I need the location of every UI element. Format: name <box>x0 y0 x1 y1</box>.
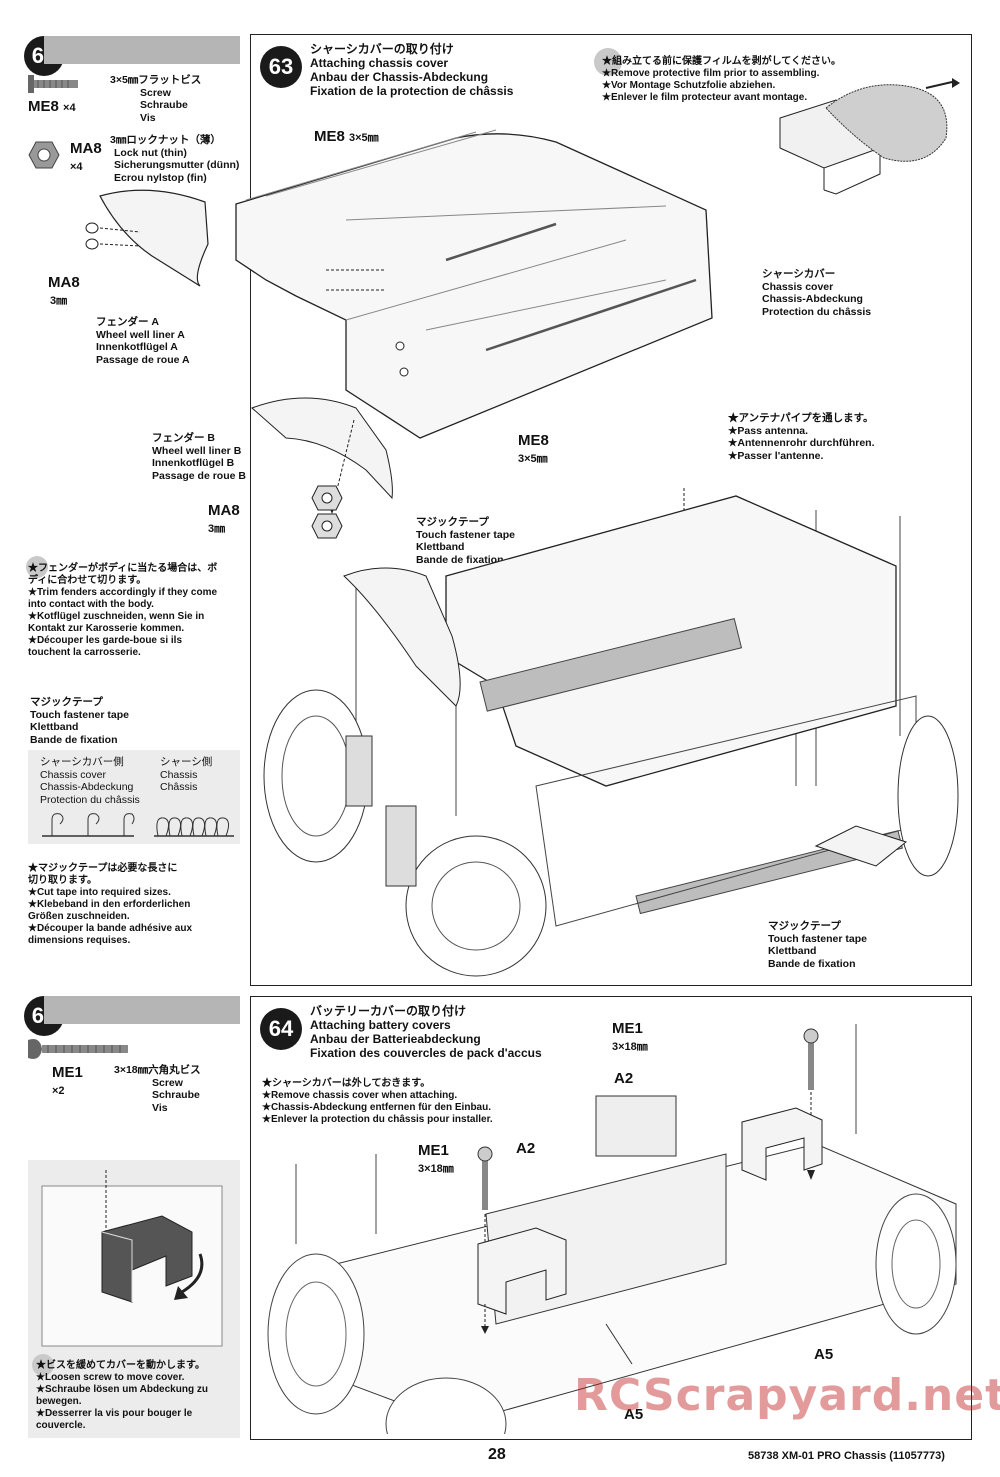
ma8-callout-size: 3㎜ <box>50 295 68 307</box>
loosen-screw-note: ★ビスを緩めてカバーを動かします。★Loosen screw to move c… <box>36 1360 208 1431</box>
trim-fender-note: ★フェンダーがボディに当たる場合は、ボディに合わせて切ります。★Trim fen… <box>28 563 218 658</box>
me8-mid-label: ME8 <box>518 432 549 449</box>
car-with-cover-drawing <box>263 488 959 977</box>
parts-bar-64 <box>44 996 240 1024</box>
battery-cover-drawing <box>267 1024 957 1434</box>
page-number: 28 <box>488 1446 506 1463</box>
me8-top-callout: ME8 3×5㎜ <box>314 128 379 145</box>
a2-right-label: A2 <box>614 1070 634 1087</box>
hex-round-screw-icon <box>28 1039 128 1059</box>
note-dot <box>26 556 48 578</box>
watermark: RCScrapyard.net <box>574 1370 1000 1421</box>
lock-nut-icon <box>28 141 60 169</box>
ma8-lower-size: 3㎜ <box>208 523 226 535</box>
a5-right-label: A5 <box>814 1346 834 1363</box>
me1-right-size: 3×18㎜ <box>612 1041 648 1053</box>
step-64-panel-badge: 64 <box>260 1008 302 1050</box>
me1-left-size: 3×18㎜ <box>418 1163 454 1175</box>
loosen-screw-box: ★ビスを緩めてカバーを動かします。★Loosen screw to move c… <box>28 1160 240 1438</box>
part-code-me8: ME8 ×4 <box>28 98 76 115</box>
fender-a-drawing <box>85 189 209 287</box>
note-dot <box>32 1354 54 1376</box>
chassis-cover-drawing <box>235 129 713 439</box>
me8-mid-size: 3×5㎜ <box>518 453 548 465</box>
part-desc-ma8: 3㎜ロックナット（薄） Lock nut (thin) Sicherungsmu… <box>110 134 240 184</box>
parts-bar-63 <box>44 36 240 64</box>
cut-tape-note: ★マジックテープは必要な長さに切り取ります。★Cut tape into req… <box>28 863 193 946</box>
part-desc-me1: 3×18㎜六角丸ビス Screw Schraube Vis <box>114 1064 201 1114</box>
note-dot <box>594 48 622 76</box>
ma8-lower-label: MA8 <box>208 502 240 519</box>
ma8-callout-label: MA8 <box>48 274 80 291</box>
part-code-me1: ME1×2 <box>52 1064 83 1097</box>
flat-screw-icon <box>28 75 78 93</box>
loop-tape-icon <box>154 817 234 837</box>
hook-tape-icon <box>42 813 135 837</box>
a5-left-label: A5 <box>624 1406 644 1423</box>
part-code-ma8: MA8×4 <box>70 140 102 173</box>
fender-b-drawing <box>251 397 393 539</box>
step-63-panel-badge: 63 <box>260 46 302 88</box>
loosen-screw-drawing <box>41 1170 223 1347</box>
document-reference: 58738 XM-01 PRO Chassis (11057773) <box>748 1450 945 1462</box>
a2-left-label: A2 <box>516 1140 536 1157</box>
part-desc-me8: 3×5㎜フラットビス Screw Schraube Vis <box>110 74 202 124</box>
film-peel-drawing <box>779 78 960 195</box>
remove-cover-note: ★シャーシカバーは外しておきます。★Remove chassis cover w… <box>262 1078 493 1125</box>
me1-right-label: ME1 <box>612 1020 643 1037</box>
me1-left-label: ME1 <box>418 1142 449 1159</box>
protective-film-note: ★組み立てる前に保護フィルムを剥がしてください。★Remove protecti… <box>602 56 841 103</box>
antenna-note: ★アンテナパイプを通します。★Pass antenna.★Antennenroh… <box>728 412 875 462</box>
